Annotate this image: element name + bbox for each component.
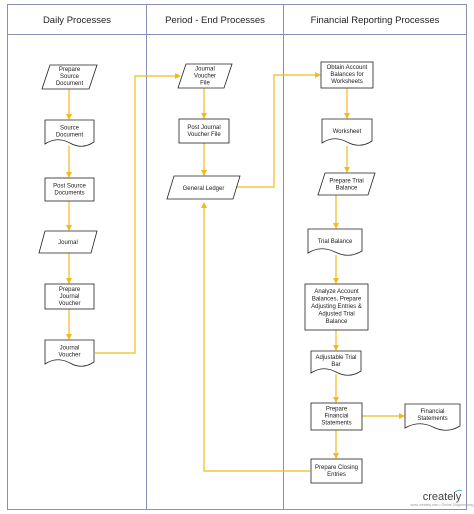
- creately-logo: creately www.creately.com • Online Diagr…: [410, 489, 474, 507]
- node-text-line: Post Source: [53, 184, 86, 190]
- node-text-line: Balance: [326, 319, 348, 325]
- node-text-line: Adjusted Trial: [318, 312, 354, 318]
- node-text-line: Financial: [420, 409, 444, 415]
- node-text-line: Prepare: [59, 287, 81, 293]
- node-journal: Journal: [38, 230, 98, 254]
- node-text-line: Adjustable Trial: [315, 355, 356, 361]
- node-text-line: Documents: [54, 191, 84, 197]
- node-text-line: Journal: [60, 346, 80, 352]
- node-text-line: Post Journal: [187, 125, 220, 131]
- node-text-line: Adjusting Entries &: [311, 304, 362, 310]
- node-text-line: Balance: [336, 186, 358, 192]
- node-text-line: Voucher File: [187, 132, 221, 138]
- node-text-line: Prepare: [326, 407, 348, 413]
- connector-general-ledger-to-obtain-balances: [236, 72, 321, 188]
- node-trial-balance: Trial Balance: [307, 228, 363, 256]
- node-text-line: Balances, Prepare: [312, 297, 362, 303]
- node-text-line: Financial: [324, 414, 348, 420]
- brand-tagline: www.creately.com • Online Diagramming: [410, 503, 473, 507]
- connector-closing-to-general-ledger: [201, 202, 310, 472]
- node-text-line: Statements: [321, 421, 351, 427]
- node-text-line: Worksheets: [331, 79, 363, 85]
- node-text-line: File: [200, 81, 210, 87]
- node-text-line: Entries: [327, 472, 346, 478]
- node-text-line: Prepare Closing: [315, 465, 358, 471]
- lane-title-daily: Daily Processes: [43, 15, 111, 26]
- node-text-line: Voucher: [58, 353, 80, 359]
- node-general-ledger: General Ledger: [166, 175, 241, 200]
- brand-swoosh-icon: [454, 489, 463, 493]
- lane-title-period: Period - End Processes: [165, 15, 265, 26]
- node-text-line: Journal: [58, 240, 78, 246]
- node-text-line: Document: [56, 81, 84, 87]
- swimlane-frame: [7, 4, 467, 510]
- node-text-line: Source: [60, 74, 80, 80]
- node-text-line: Document: [56, 133, 84, 139]
- lane-financial: [283, 4, 467, 510]
- node-text-line: Balances for: [330, 72, 363, 78]
- lane-title-financial: Financial Reporting Processes: [311, 15, 440, 26]
- node-text-line: Bar: [331, 362, 340, 368]
- connector-journal-voucher-to-journal-voucher-file: [95, 73, 181, 354]
- node-text-line: Voucher: [194, 74, 216, 80]
- node-text-line: Trial Balance: [318, 239, 353, 245]
- node-text-line: Voucher: [58, 301, 80, 307]
- node-text-line: Worksheet: [333, 129, 362, 135]
- node-text-line: Journal: [60, 294, 80, 300]
- brand-name: creately: [423, 491, 462, 503]
- node-worksheet: Worksheet: [321, 118, 373, 146]
- node-text-line: Prepare Trial: [329, 179, 363, 185]
- connectors: [66, 72, 405, 472]
- node-text-line: Obtain Account: [327, 65, 368, 71]
- node-text-line: Analyze Account: [314, 289, 359, 295]
- node-text-line: Source: [60, 126, 80, 132]
- node-text-line: Statements: [417, 416, 447, 422]
- node-text-line: Journal: [195, 67, 215, 73]
- node-text-line: Prepare: [59, 67, 81, 73]
- node-text-line: General Ledger: [183, 186, 225, 192]
